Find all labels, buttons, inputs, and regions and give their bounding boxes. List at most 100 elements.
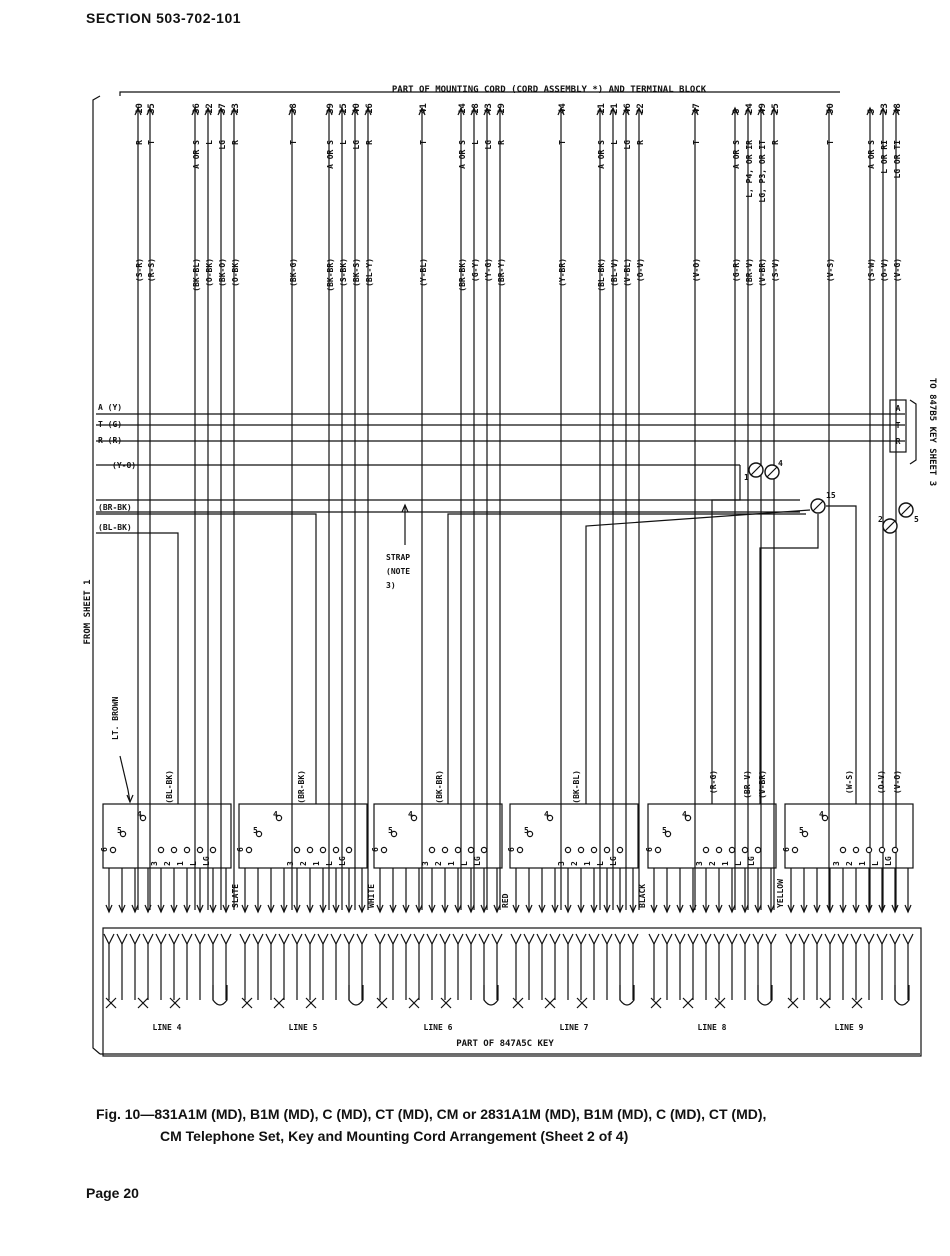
key-contact: LG — [202, 856, 211, 866]
contact-point — [891, 846, 899, 854]
lead-color: (G-R) — [732, 258, 741, 282]
lower-lead-color: (BR-V) — [743, 770, 752, 799]
lead-color: (BK-G) — [289, 258, 298, 287]
chevron — [387, 933, 399, 946]
arrow-head — [904, 904, 912, 914]
key-contact: 3 — [286, 861, 295, 866]
top-title: PART OF MOUNTING CORD (CORD ASSEMBLY *) … — [392, 85, 707, 95]
arrow-head — [358, 904, 366, 914]
lead-color: (S-R) — [135, 258, 144, 282]
arrow-head — [715, 904, 723, 914]
bus-label: (BL-BK) — [98, 523, 132, 532]
key-contact: 3 — [695, 861, 704, 866]
key-contact: L — [871, 861, 880, 866]
key-contact: 3 — [832, 861, 841, 866]
lead-number: 38 — [289, 103, 299, 114]
key-body-box — [102, 927, 922, 1057]
arrow-head — [105, 904, 113, 914]
arrow-head — [389, 904, 397, 914]
lt-brown-pointer — [119, 755, 131, 803]
key-contact: 2 — [570, 861, 579, 866]
lower-lead-color: (O-V) — [877, 770, 886, 794]
arrow-head — [891, 904, 899, 914]
contact-point — [546, 814, 554, 822]
key-contact: 4 — [408, 810, 413, 819]
arrow-head — [577, 904, 585, 914]
contact-point — [275, 814, 283, 822]
chevron — [304, 933, 316, 946]
contact-point — [390, 830, 398, 838]
top-rule — [119, 91, 840, 96]
chevron — [356, 933, 368, 946]
arrow-head — [629, 904, 637, 914]
key-contact: 2 — [299, 861, 308, 866]
key-block-9 — [784, 803, 914, 869]
lead-number: 14 — [458, 103, 468, 114]
chevron — [252, 933, 264, 946]
chevron — [523, 933, 535, 946]
bus-label: A (Y) — [98, 403, 122, 412]
bus-right-label: A — [896, 404, 901, 413]
arrow-head — [345, 904, 353, 914]
hook-loop — [619, 985, 635, 1006]
color-tag: RED — [501, 893, 510, 908]
lead-function: L OR RI — [880, 140, 889, 174]
lead-color: (O-BK) — [205, 258, 214, 287]
lead-number: 11 — [597, 103, 607, 114]
x-mark — [682, 997, 694, 1009]
contact-point — [345, 846, 353, 854]
lead-number: 49 — [758, 103, 768, 114]
arrow-head — [839, 904, 847, 914]
lead-function: R — [231, 140, 240, 145]
key-contact: 1 — [176, 861, 185, 866]
lead-number: 35 — [147, 103, 157, 114]
terminal-number: 5 — [914, 515, 919, 524]
lead-function: R — [636, 140, 645, 145]
lead-color: (BK-O) — [218, 258, 227, 287]
x-mark — [576, 997, 588, 1009]
color-tag: SLATE — [231, 884, 240, 908]
chevron — [798, 933, 810, 946]
key-contact: 6 — [507, 847, 516, 852]
drop-v-br — [759, 514, 819, 804]
arrow-head — [376, 904, 384, 914]
chevron — [837, 933, 849, 946]
arrow-head — [209, 904, 217, 914]
contact-point — [791, 846, 799, 854]
chevron — [726, 933, 738, 946]
key-contact: LG — [473, 856, 482, 866]
arrow-head — [852, 904, 860, 914]
arrow-head — [118, 904, 126, 914]
arrow-head — [767, 904, 775, 914]
key-contact: 3 — [421, 861, 430, 866]
arrow-head — [319, 904, 327, 914]
color-tag: WHITE — [367, 884, 376, 908]
bus-label: (Y-O) — [112, 461, 136, 470]
strap-note: (NOTE — [386, 567, 410, 576]
arrow-head — [616, 904, 624, 914]
x-mark — [544, 997, 556, 1009]
chevron — [510, 933, 522, 946]
lead-color: (O-V) — [880, 258, 889, 282]
chevron — [824, 933, 836, 946]
caption-line-1: Fig. 10—831A1M (MD), B1M (MD), C (MD), C… — [96, 1106, 767, 1122]
line-label: LINE 7 — [560, 1023, 589, 1032]
key-contact: L — [189, 861, 198, 866]
arrow-head — [196, 904, 204, 914]
lead-function: LG — [218, 140, 227, 150]
right-label: TO 847B5 KEY SHEET 3 — [927, 378, 937, 486]
chevron — [648, 933, 660, 946]
key-contact: 2 — [708, 861, 717, 866]
line-label: LINE 4 — [153, 1023, 182, 1032]
lead-function: L, P4, OR IR — [745, 140, 754, 198]
contact-point — [728, 846, 736, 854]
lead-function: L — [471, 140, 480, 145]
x-mark — [376, 997, 388, 1009]
lead-number: 13 — [231, 103, 241, 114]
chevron — [278, 933, 290, 946]
arrow-head — [126, 794, 134, 804]
drop-bl-bk — [96, 532, 179, 804]
hook-loop — [894, 985, 910, 1006]
lead-function: A OR S — [867, 140, 876, 169]
chevron — [220, 933, 232, 946]
